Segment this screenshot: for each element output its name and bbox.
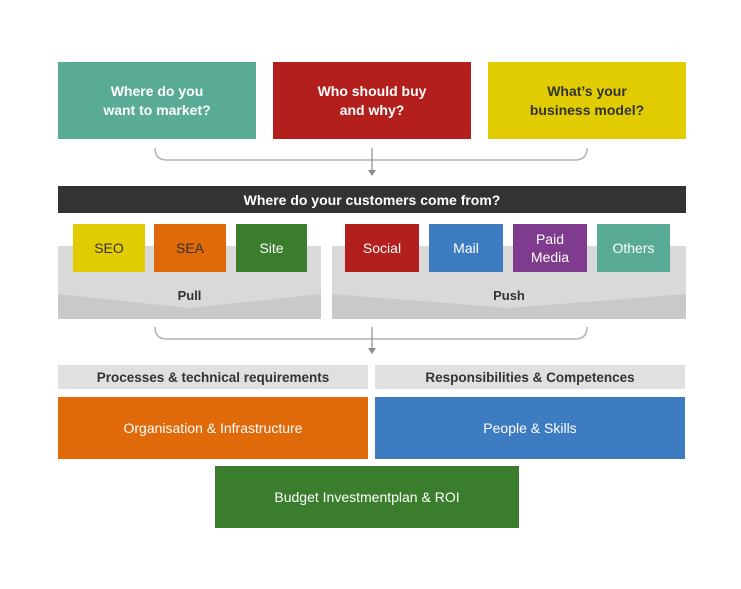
pull-zone-shape [58, 294, 321, 319]
budget-block: Budget Investmentplan & ROI [215, 466, 519, 528]
organisation-block: Organisation & Infrastructure [58, 397, 368, 459]
channel-site-label: Site [259, 240, 284, 256]
question-business-model: What’s your business model? [488, 62, 686, 139]
processes-header-label: Processes & technical requirements [96, 369, 330, 385]
channel-seo-label: SEO [94, 240, 124, 256]
channel-social-label: Social [362, 240, 402, 256]
question-who-buy-label: Who should buy and why? [317, 82, 427, 118]
bottom-arrow-head [368, 348, 376, 354]
question-who-buy: Who should buy and why? [273, 62, 471, 139]
channel-site: Site [236, 224, 307, 272]
push-label: Push [332, 285, 686, 305]
channel-mail-label: Mail [453, 240, 479, 256]
question-where-market: Where do you want to market? [58, 62, 256, 139]
bottom-brace [154, 326, 588, 340]
channel-social: Social [345, 224, 419, 272]
channel-sea-label: SEA [175, 240, 204, 256]
channel-seo: SEO [73, 224, 145, 272]
channel-paid-media: Paid Media [513, 224, 587, 272]
question-where-market-label: Where do you want to market? [103, 82, 211, 118]
pull-label-text: Pull [177, 287, 202, 303]
top-arrow-head [368, 170, 376, 176]
organisation-block-label: Organisation & Infrastructure [123, 420, 303, 436]
channel-sea: SEA [154, 224, 226, 272]
pull-label: Pull [58, 285, 321, 305]
channel-others: Others [597, 224, 670, 272]
push-zone-shape [332, 294, 686, 319]
top-brace [154, 147, 588, 161]
question-business-model-label: What’s your business model? [529, 82, 645, 118]
processes-header: Processes & technical requirements [58, 365, 368, 389]
people-block-label: People & Skills [483, 420, 577, 436]
people-block: People & Skills [375, 397, 685, 459]
budget-block-label: Budget Investmentplan & ROI [274, 489, 460, 505]
responsibilities-header-label: Responsibilities & Competences [425, 369, 635, 385]
channel-paid-media-label: Paid Media [530, 231, 570, 265]
push-label-text: Push [493, 287, 525, 303]
customers-origin-banner: Where do your customers come from? [58, 186, 686, 213]
responsibilities-header: Responsibilities & Competences [375, 365, 685, 389]
channel-others-label: Others [612, 240, 655, 256]
channel-mail: Mail [429, 224, 503, 272]
customers-origin-banner-label: Where do your customers come from? [243, 191, 501, 208]
